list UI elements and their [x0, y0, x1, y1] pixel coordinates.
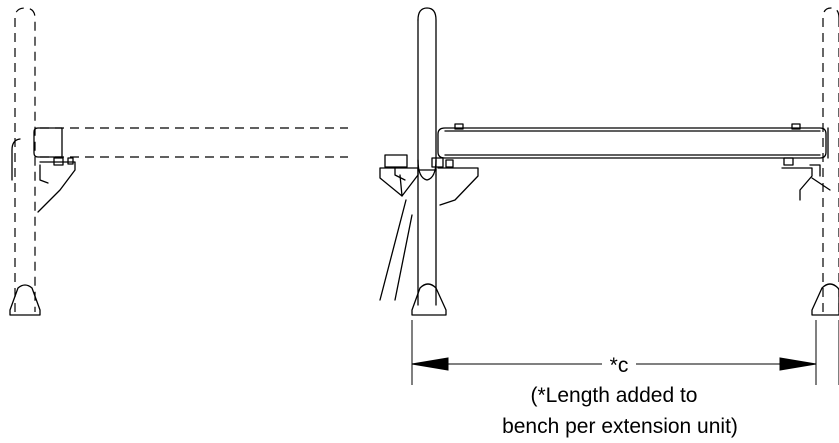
- caption-line-2: bench per extension unit): [502, 415, 738, 438]
- phantom-left-bench: [9, 7, 348, 316]
- seat-beam: [437, 127, 827, 159]
- phantom-right-bench: [781, 7, 839, 316]
- arrow-right-icon: [779, 357, 817, 371]
- arrow-left-icon: [411, 357, 449, 371]
- caption-line-1: (*Length added to: [531, 384, 698, 407]
- extension-unit: [379, 7, 827, 316]
- dimension-label: *c: [610, 354, 629, 377]
- leg-post: [417, 7, 437, 176]
- leg-foot: [411, 283, 447, 316]
- dimension-c: *c: [411, 320, 839, 385]
